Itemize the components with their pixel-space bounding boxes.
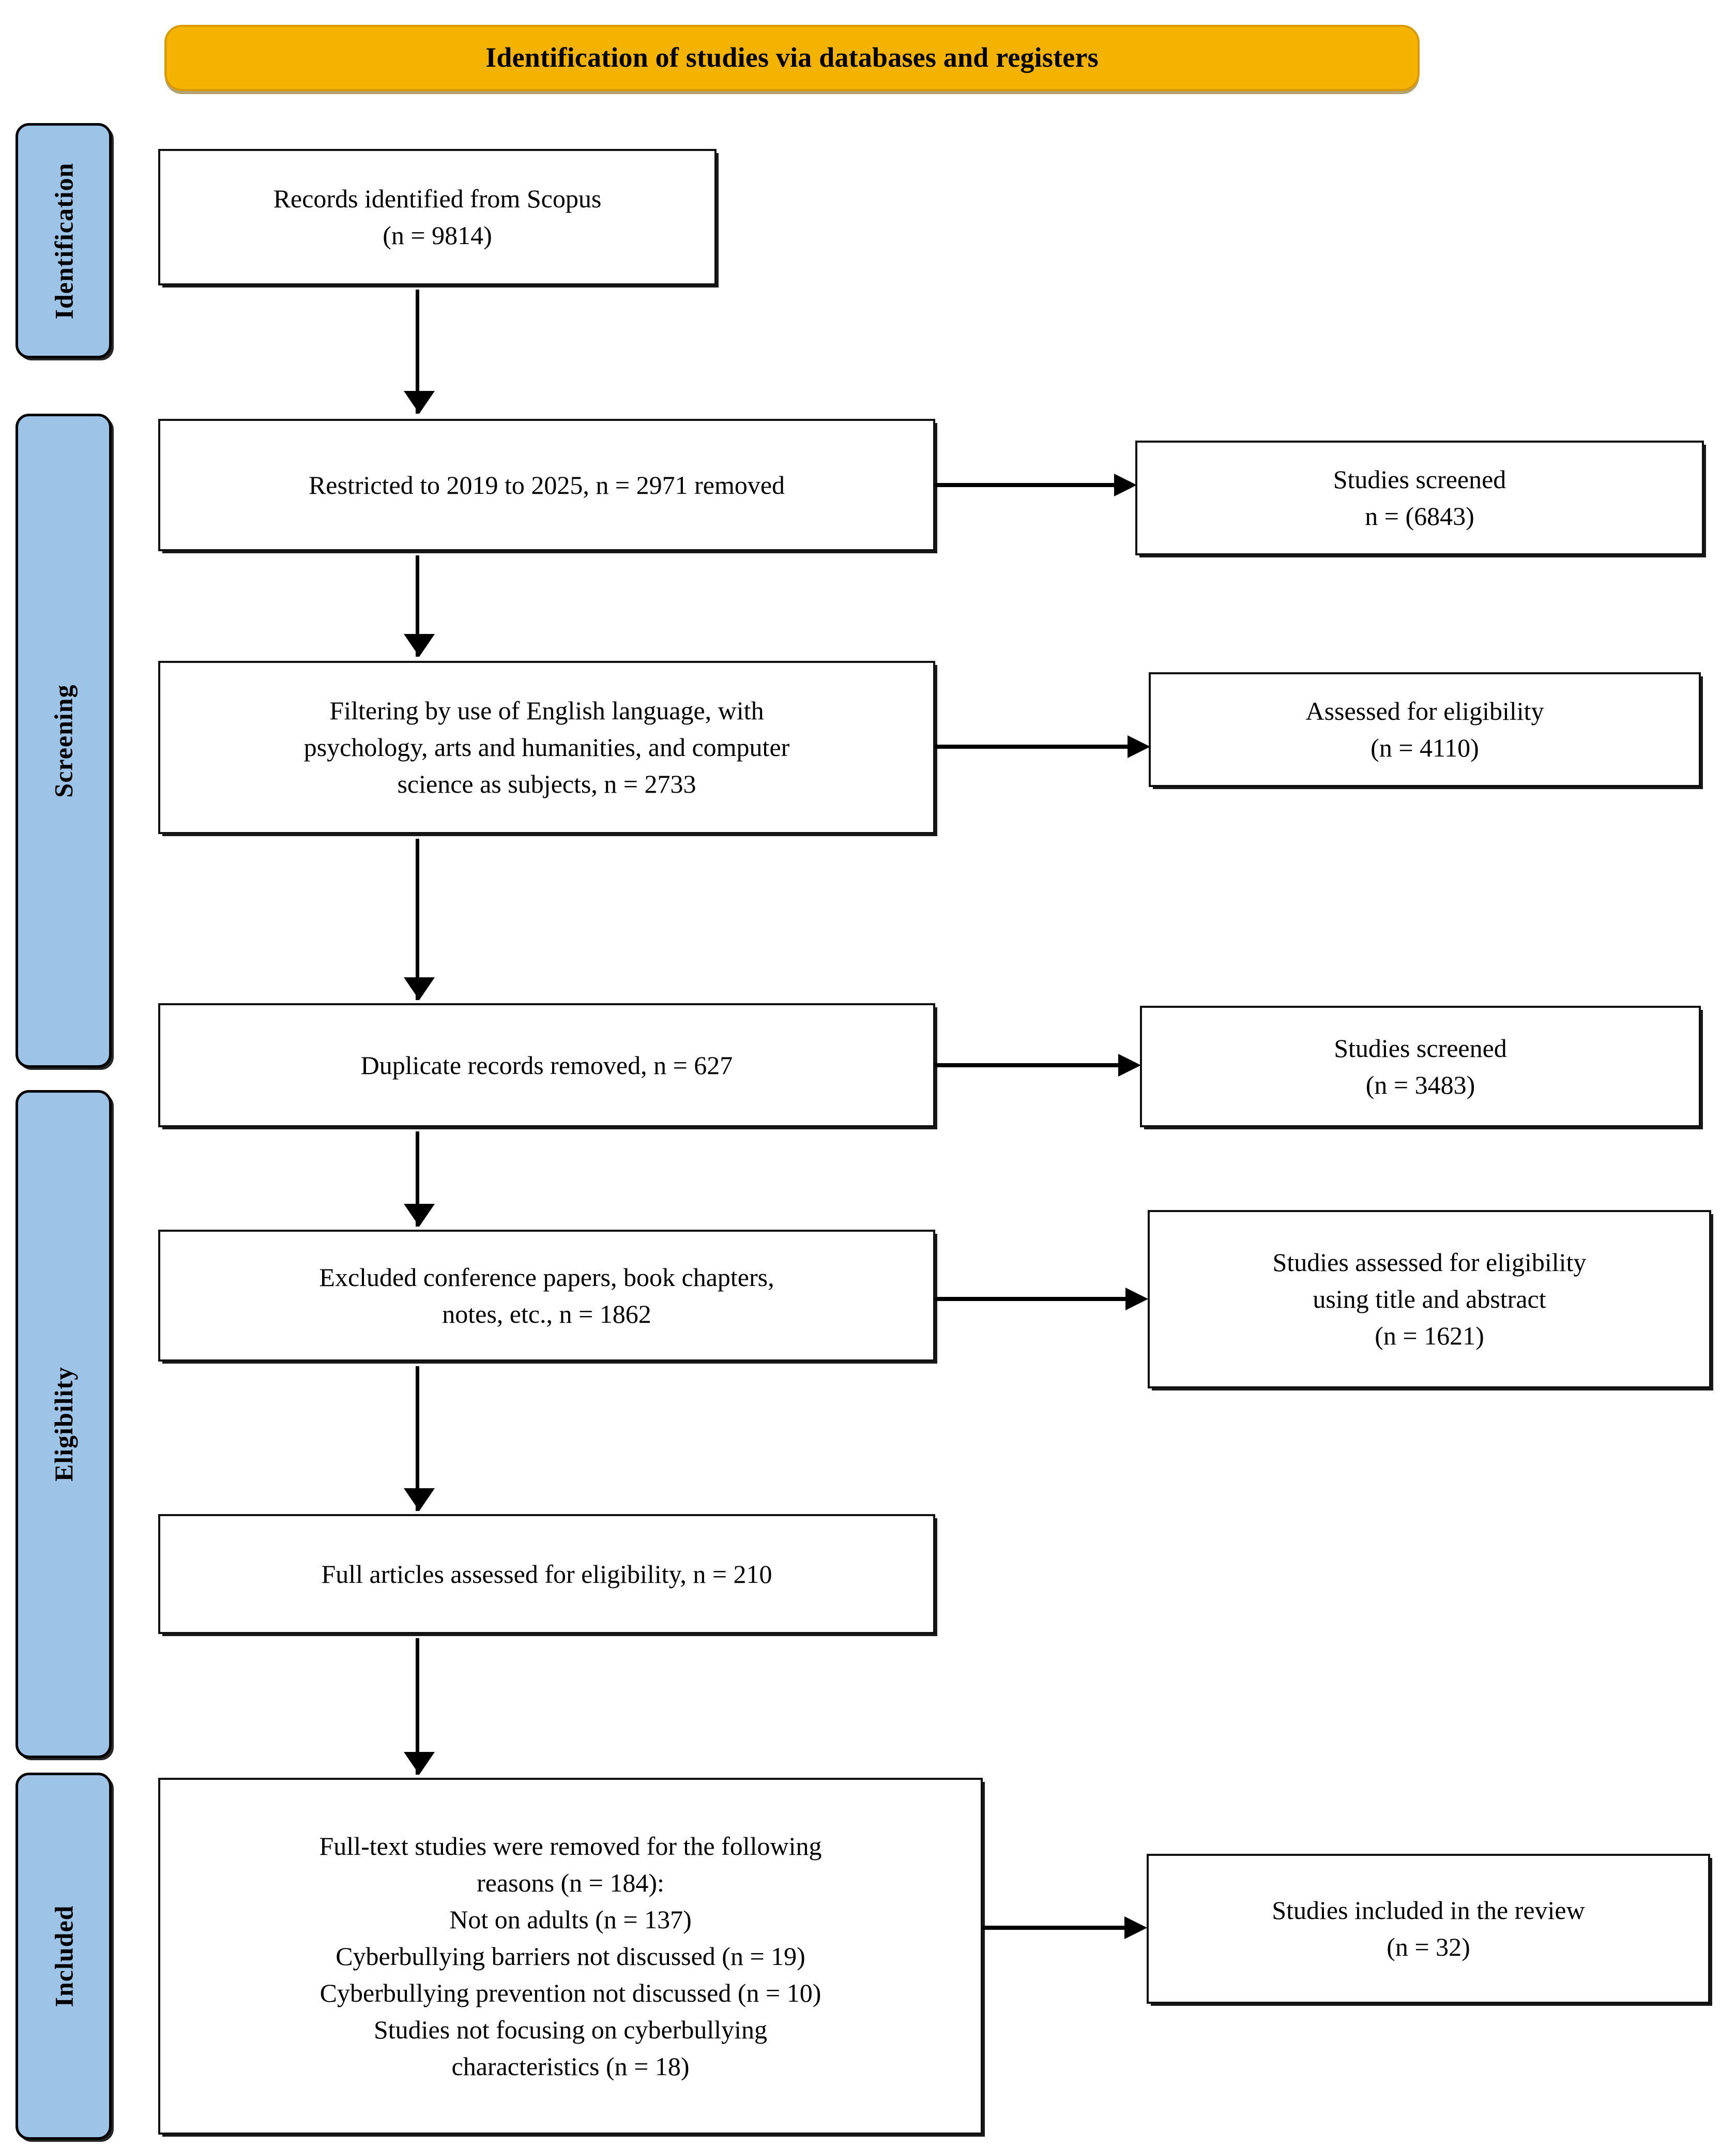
flow-box-excluded-doc-types: Excluded conference papers, book chapter… xyxy=(158,1230,935,1362)
stage-eligibility-label: Eligibility xyxy=(49,1366,79,1482)
flow-box-text: Studies screened (n = 3483) xyxy=(1334,1033,1507,1099)
flow-box-text: Studies screened n = (6843) xyxy=(1333,465,1506,531)
flow-box-full-articles-assessed: Full articles assessed for eligibility, … xyxy=(158,1514,935,1634)
flow-box-assessed-eligibility-4110: Assessed for eligibility (n = 4110) xyxy=(1149,672,1701,787)
arrow-down-excluded-to-fullarticles xyxy=(404,1366,435,1511)
flow-box-restricted-years: Restricted to 2019 to 2025, n = 2971 rem… xyxy=(158,419,935,551)
stage-included-label: Included xyxy=(49,1905,78,2007)
flow-box-text: Assessed for eligibility (n = 4110) xyxy=(1305,697,1544,762)
flow-box-text: Duplicate records removed, n = 627 xyxy=(360,1050,733,1080)
arrow-down-duplicates-to-excluded xyxy=(404,1131,435,1227)
flow-box-text: Full articles assessed for eligibility, … xyxy=(321,1559,772,1589)
flow-box-text: Records identified from Scopus (n = 9814… xyxy=(273,184,602,250)
banner-title: Identification of studies via databases … xyxy=(485,42,1099,73)
diagram-banner: Identification of studies via databases … xyxy=(164,25,1420,91)
stage-included: Included xyxy=(16,1773,112,2140)
arrow-down-filtering-to-duplicates xyxy=(404,839,435,1000)
flow-box-studies-included-32: Studies included in the review (n = 32) xyxy=(1147,1854,1710,2004)
flow-box-assessed-title-abstract-1621: Studies assessed for eligibility using t… xyxy=(1148,1210,1711,1388)
stage-identification: Identification xyxy=(16,123,112,358)
arrow-down-restricted-to-filtering xyxy=(404,555,435,657)
stage-screening-label: Screening xyxy=(49,684,78,798)
flow-box-text: Excluded conference papers, book chapter… xyxy=(319,1262,774,1328)
flow-box-filtering-language-subjects: Filtering by use of English language, wi… xyxy=(158,661,935,834)
flow-box-fulltext-removed-reasons: Full-text studies were removed for the f… xyxy=(158,1778,983,2135)
stage-eligibility: Eligibility xyxy=(16,1090,112,1758)
arrow-down-fullarticles-to-fulltextremoved xyxy=(404,1638,435,1775)
stage-identification-label: Identification xyxy=(49,162,78,319)
flow-box-text: Restricted to 2019 to 2025, n = 2971 rem… xyxy=(308,470,785,500)
flow-box-text: Studies included in the review (n = 32) xyxy=(1272,1896,1585,1961)
flow-box-duplicates-removed: Duplicate records removed, n = 627 xyxy=(158,1003,935,1127)
flow-box-studies-screened-3483: Studies screened (n = 3483) xyxy=(1140,1006,1701,1127)
stage-screening: Screening xyxy=(16,414,112,1068)
flow-box-text: Full-text studies were removed for the f… xyxy=(319,1831,822,2081)
flow-box-studies-screened-6843: Studies screened n = (6843) xyxy=(1135,441,1704,555)
flow-box-records-identified: Records identified from Scopus (n = 9814… xyxy=(158,149,717,285)
flow-box-text: Filtering by use of English language, wi… xyxy=(303,696,790,798)
arrow-down-records-to-restricted xyxy=(404,290,435,414)
flow-box-text: Studies assessed for eligibility using t… xyxy=(1272,1248,1587,1350)
